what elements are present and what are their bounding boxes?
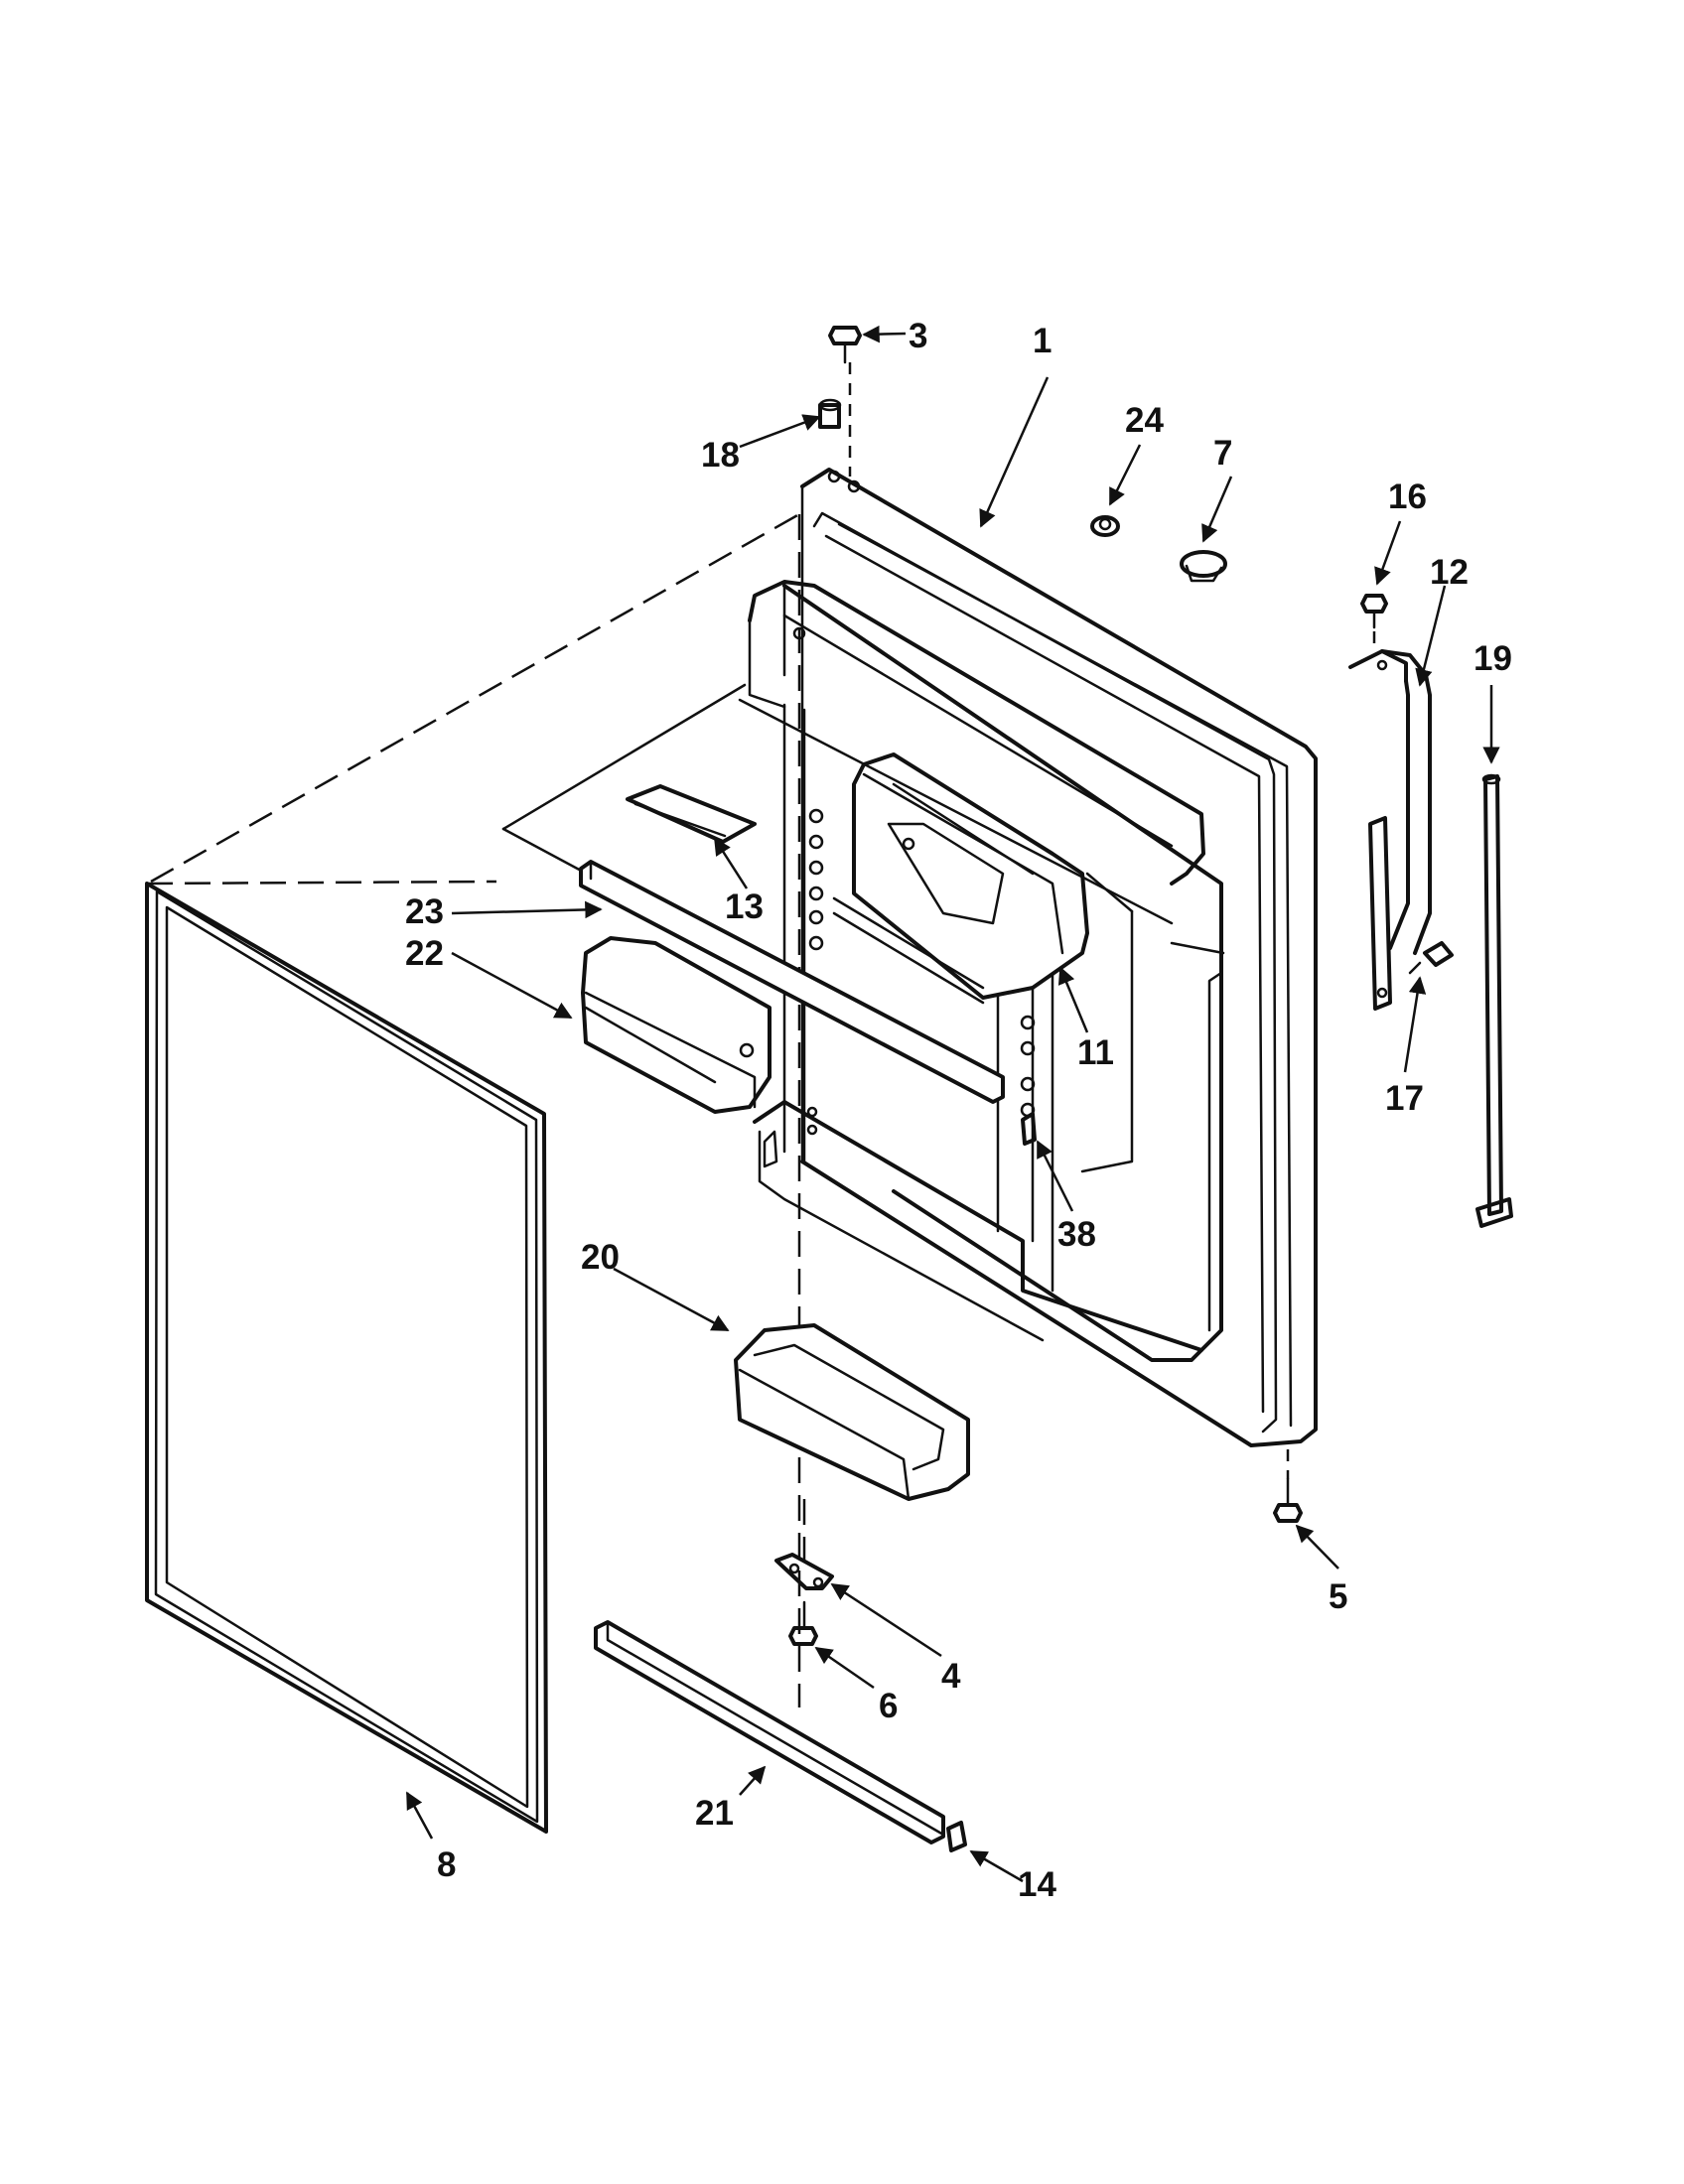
shelf-clip: [1021, 1112, 1037, 1146]
callout-24: 24: [1125, 401, 1164, 440]
top-screw-holes: [827, 470, 861, 493]
callout-18: 18: [701, 436, 740, 475]
callout-38: 38: [1057, 1215, 1096, 1254]
callout-11: 11: [1077, 1033, 1114, 1072]
callout-3: 3: [909, 317, 927, 355]
door-stop-pin: [818, 398, 842, 429]
callout-1: 1: [1033, 322, 1052, 360]
callout-23: 23: [405, 892, 444, 931]
callout-22: 22: [405, 934, 444, 973]
shelf-pad: [626, 784, 757, 844]
callout-4: 4: [941, 1657, 961, 1696]
callout-20: 20: [581, 1238, 620, 1277]
handle-screw: [1360, 594, 1388, 645]
callout-6: 6: [879, 1687, 898, 1725]
callout-17: 17: [1385, 1079, 1424, 1118]
callout-19: 19: [1474, 639, 1512, 678]
door-gasket: [145, 882, 548, 1834]
shelf-retainer-bar: [579, 860, 1005, 1104]
plug-small: [1090, 515, 1120, 537]
callout-14: 14: [1018, 1865, 1056, 1904]
callout-8: 8: [437, 1845, 456, 1884]
callout-16: 16: [1388, 478, 1427, 516]
gasket-alignment-lines: [146, 512, 801, 1707]
door-handle: [1348, 649, 1432, 1011]
callout-labels: 3 1 24 7 16 12 19 18 13 23 22 11 17 38 2…: [405, 317, 1512, 1904]
hinge-screw: [788, 1600, 818, 1646]
dairy-compartment: [832, 752, 1089, 1005]
callout-leaders: [405, 325, 1500, 1883]
callout-21: 21: [695, 1794, 734, 1833]
bottom-trim-bar: [594, 1620, 945, 1844]
callout-7: 7: [1213, 434, 1232, 473]
compartment-cover: [581, 936, 772, 1114]
handle-end-screw: [1408, 941, 1454, 975]
door-bin: [734, 1323, 970, 1501]
screw-top: [828, 326, 862, 364]
plug-button: [1180, 550, 1227, 583]
callout-5: 5: [1329, 1577, 1347, 1616]
door-rod: [1475, 773, 1513, 1228]
door-assembly: [748, 468, 1318, 1447]
door-screw: [1273, 1449, 1303, 1523]
bottom-hinge: [774, 1553, 834, 1590]
trim-end-cap: [946, 1821, 967, 1852]
callout-12: 12: [1430, 553, 1469, 592]
callout-13: 13: [725, 887, 764, 926]
